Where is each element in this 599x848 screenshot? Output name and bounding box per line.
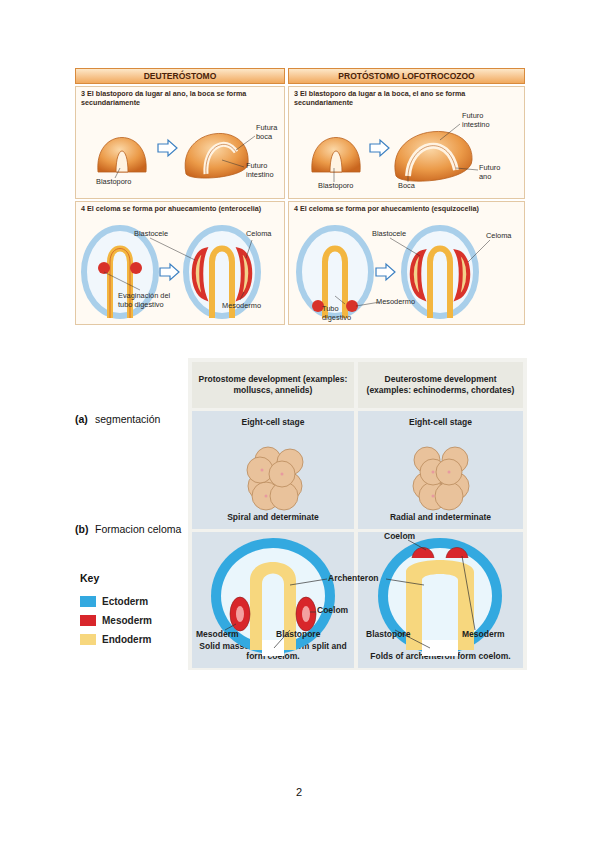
part-label: Blastoporo — [96, 178, 131, 187]
section-label: Key — [80, 572, 99, 584]
part-label: Blastocele — [372, 230, 406, 239]
stage-cell: Eight-cell stageSpiral and determinate — [192, 411, 354, 529]
node-text: Solid masses of mesoderm split and form … — [196, 641, 350, 662]
column-header: Protostome development (examples: mollus… — [192, 362, 354, 408]
part-label: Futuro ano — [479, 164, 509, 181]
section-label: segmentación — [95, 413, 160, 425]
node-text: Eight-cell stage — [196, 417, 350, 428]
stage-cell: Solid masses of mesoderm split and form … — [192, 532, 354, 668]
legend-row: Ectoderm — [80, 596, 148, 607]
legend-text: Mesoderm — [102, 615, 152, 626]
column-header: DEUTERÓSTOMO — [75, 68, 285, 84]
legend-text: Ectoderm — [102, 596, 148, 607]
legend-row: Endoderm — [80, 634, 151, 645]
part-label: Futuro intestino — [462, 112, 500, 129]
part-label: Archenteron — [328, 574, 379, 584]
legend-row: Mesoderm — [80, 615, 152, 626]
node-text: 3 El blastoporo da lugar a la boca, el a… — [294, 90, 519, 107]
stage-cell: Folds of archenteron form coelom. — [358, 532, 523, 668]
section-label: (a) — [75, 413, 88, 425]
part-label: Blastopore — [276, 630, 320, 640]
part-label: Futuro intestino — [246, 162, 284, 179]
part-label: Futura boca — [256, 124, 286, 141]
part-label: Boca — [398, 182, 415, 191]
legend-text: Endoderm — [102, 634, 151, 645]
node-text: Radial and indeterminate — [362, 512, 519, 523]
part-label: Coelom — [317, 606, 348, 616]
part-label: Blastocele — [134, 230, 168, 239]
section-label: Formacion celoma — [95, 523, 181, 535]
part-label: Celoma — [486, 232, 511, 241]
node-text: 4 El celoma se forma por ahuecamiento (e… — [81, 205, 279, 214]
legend-swatch — [80, 596, 96, 607]
legend-swatch — [80, 615, 96, 626]
node-text: Deuterostome development (examples: echi… — [364, 374, 517, 395]
node-text: Spiral and determinate — [196, 512, 350, 523]
part-label: Mesoderm — [196, 630, 239, 640]
node-text: 3 El blastoporo da lugar al ano, la boca… — [81, 90, 279, 107]
node-text: Protostome development (examples: mollus… — [198, 374, 348, 395]
column-header: PROTÓSTOMO LOFOTROCOZOO — [288, 68, 525, 84]
page-number: 2 — [296, 786, 302, 799]
part-label: Tubo digestivo — [322, 305, 362, 322]
part-label: Evaginación del tubo digestivo — [118, 292, 180, 309]
part-label: Blastopore — [366, 630, 410, 640]
part-label: Blastoporo — [318, 182, 353, 191]
node-text: 4 El celoma se forma por ahuecamiento (e… — [294, 205, 519, 214]
stage-cell: Eight-cell stageRadial and indeterminate — [358, 411, 523, 529]
part-label: Mesoderm — [462, 630, 505, 640]
legend-swatch — [80, 634, 96, 645]
part-label: Mesodermo — [222, 302, 261, 311]
node-text: Folds of archenteron form coelom. — [362, 651, 519, 662]
node-text: PROTÓSTOMO LOFOTROCOZOO — [338, 71, 474, 81]
section-label: (b) — [75, 523, 88, 535]
node-text: Eight-cell stage — [362, 417, 519, 428]
part-label: Coelom — [384, 532, 415, 542]
part-label: Mesodermo — [376, 298, 415, 307]
node-text: DEUTERÓSTOMO — [144, 71, 217, 81]
part-label: Celoma — [246, 230, 271, 239]
column-header: Deuterostome development (examples: echi… — [358, 362, 523, 408]
